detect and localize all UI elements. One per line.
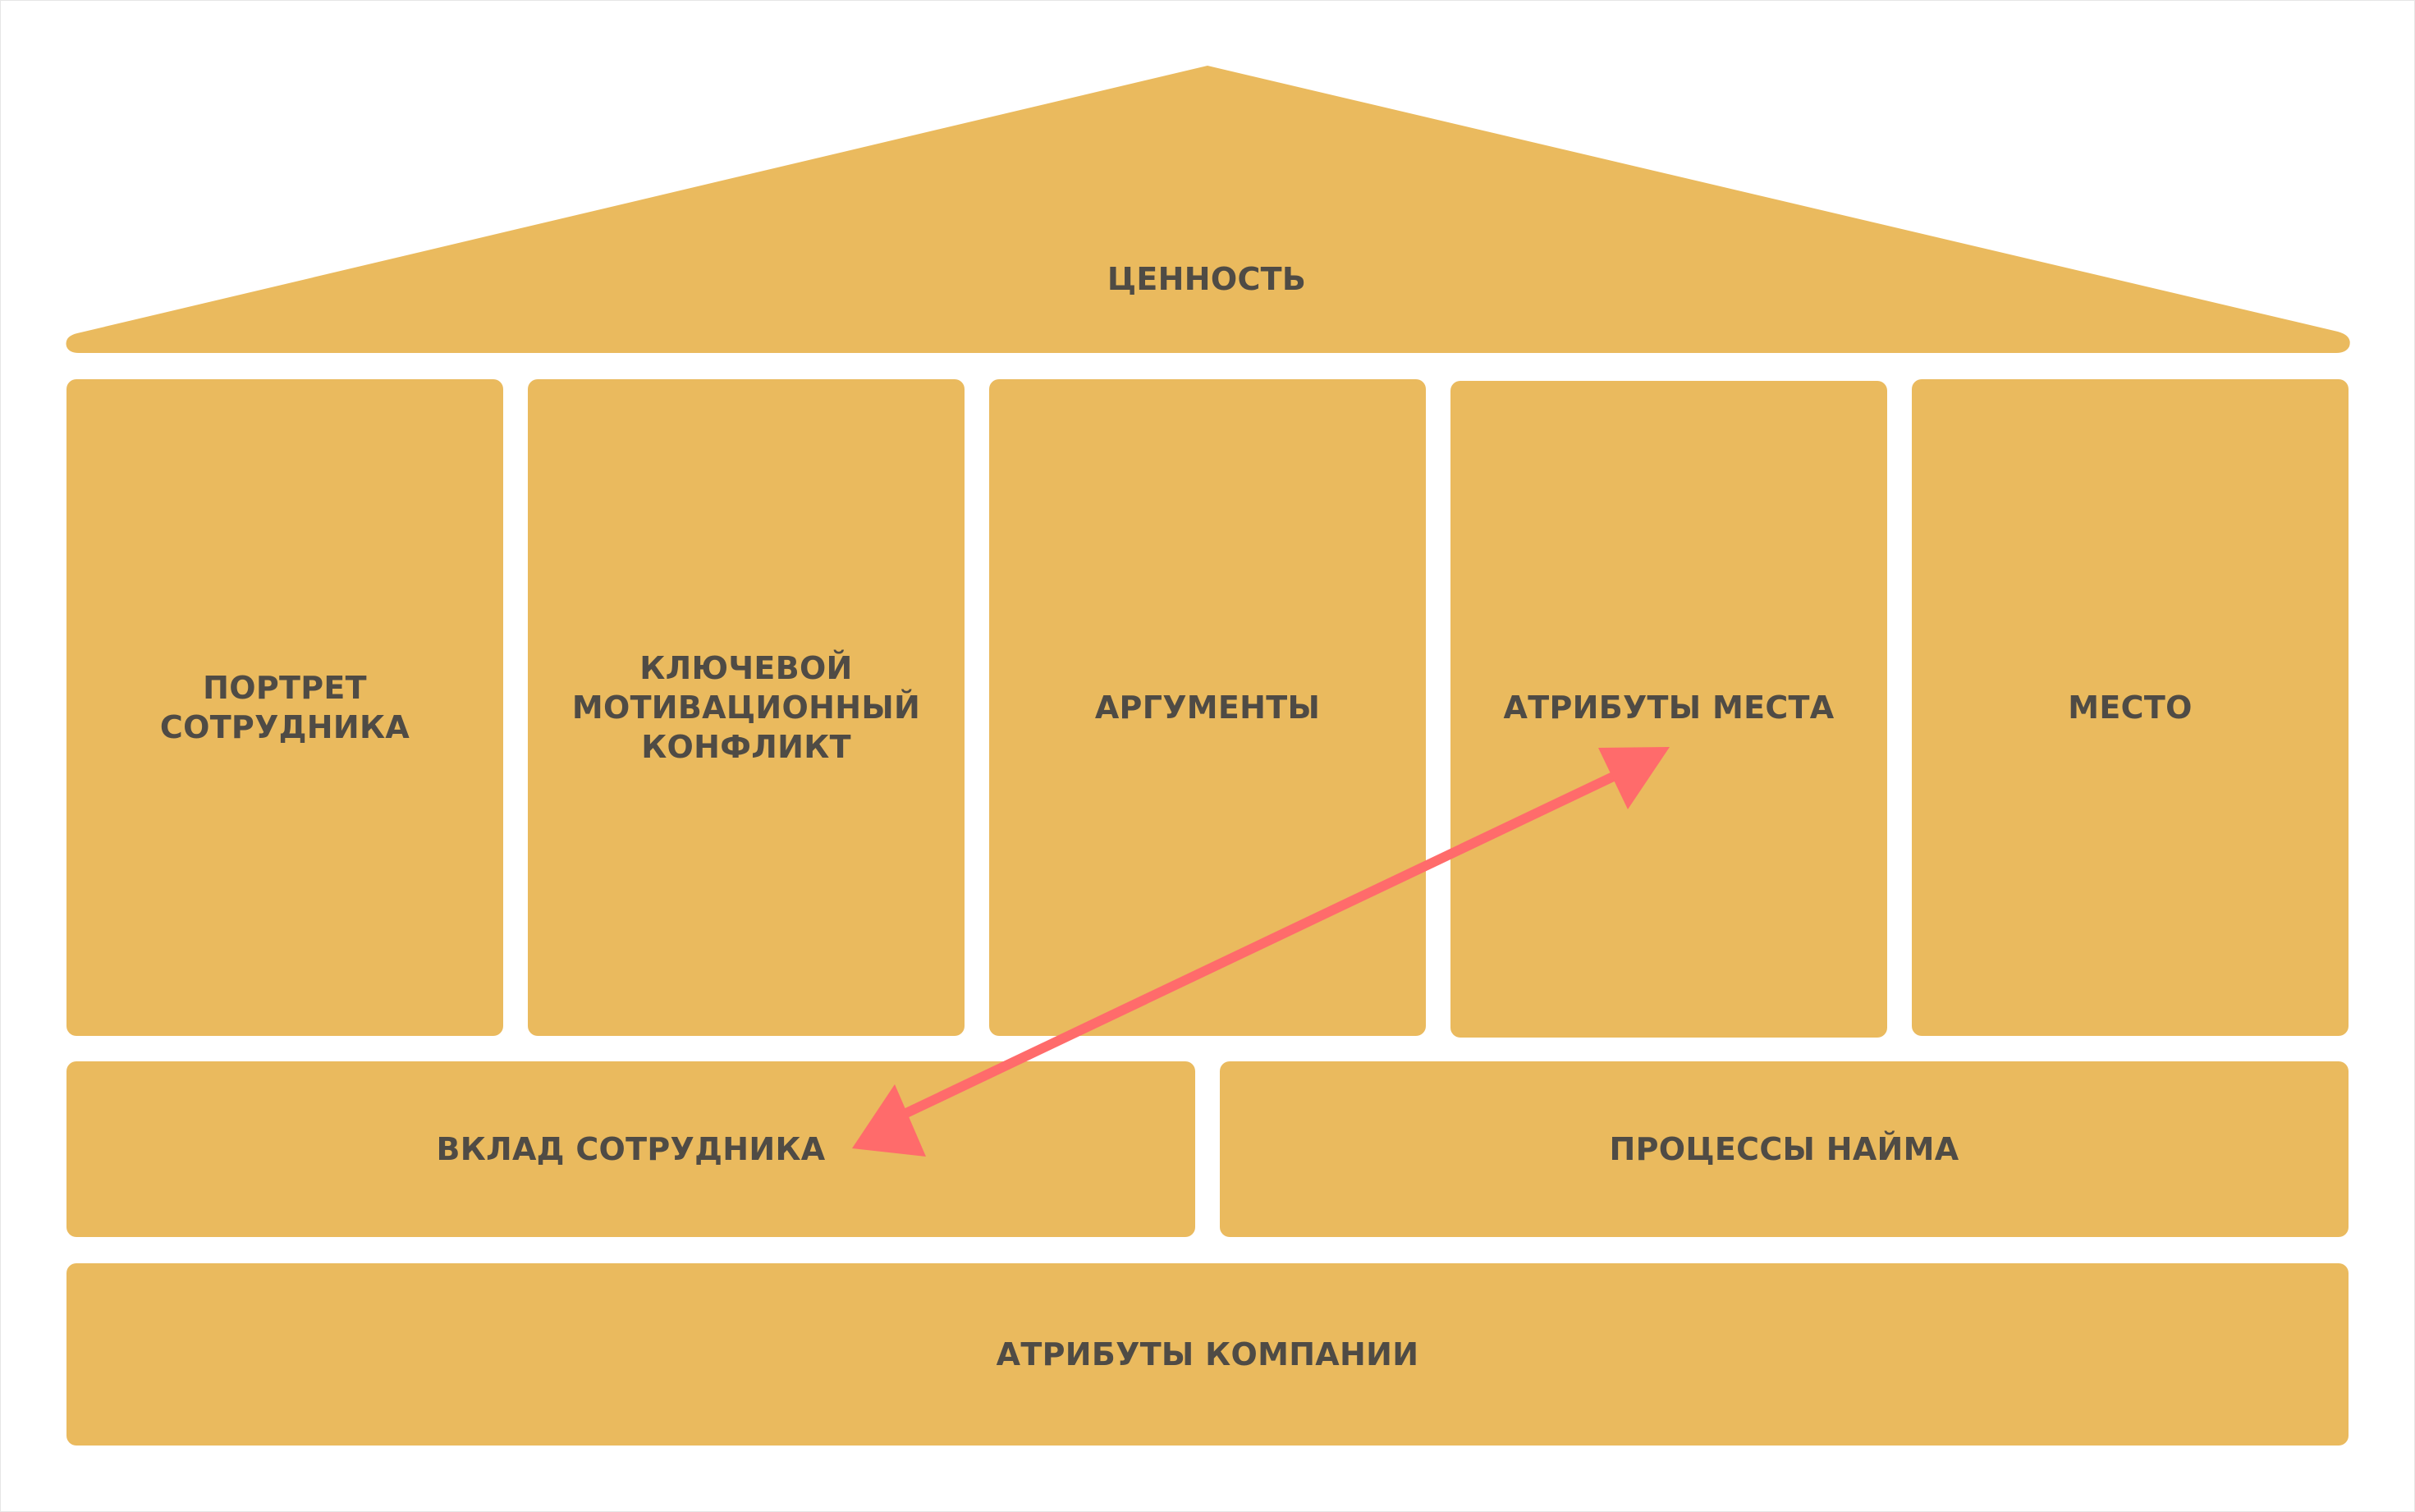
row-company-attributes: АТРИБУТЫ КОМПАНИИ [66,1263,2349,1446]
arrow-head-upper [1598,747,1670,809]
pillar-place-attributes-bg [1450,381,1887,1038]
arrow-shaft [901,767,1629,1118]
row-company-bg [66,1263,2349,1446]
pillar-place-attributes: АТРИБУТЫ МЕСТА [1450,381,1887,1038]
roof-shape [66,66,2350,353]
row-label: ВКЛАД СОТРУДНИКА [436,1131,826,1167]
row-label: АТРИБУТЫ КОМПАНИИ [996,1336,1419,1372]
row-label: ПРОЦЕССЫ НАЙМА [1609,1131,1959,1167]
row-hiring-bg [1220,1061,2349,1237]
roof-label: ЦЕННОСТЬ [1107,261,1307,297]
pillar-label: АТРИБУТЫ МЕСТА [1503,690,1835,726]
pillar-portrait-bg [66,379,503,1036]
pillar-label: АРГУМЕНТЫ [1094,690,1321,726]
pillar-conflict-bg [528,379,965,1036]
pillar-label: КЛЮЧЕВОЙ МОТИВАЦИОННЫЙ КОНФЛИКТ [571,650,921,765]
pillar-place: МЕСТО [1912,379,2349,1036]
connector-arrow [852,747,1670,1157]
pillar-key-motivation-conflict: КЛЮЧЕВОЙ МОТИВАЦИОННЫЙ КОНФЛИКТ [528,379,965,1036]
row-employee-contribution: ВКЛАД СОТРУДНИКА [66,1061,1195,1237]
arrow-head-lower [852,1084,926,1157]
pillar-arguments: АРГУМЕНТЫ [989,379,1426,1036]
pillar-label: МЕСТО [2068,690,2193,726]
pillar-arguments-bg [989,379,1426,1036]
pillar-employee-portrait: ПОРТРЕТ СОТРУДНИКА [66,379,503,1036]
pillar-place-bg [1912,379,2349,1036]
pillar-label: ПОРТРЕТ СОТРУДНИКА [159,670,410,745]
roof-value: ЦЕННОСТЬ [878,246,1535,312]
row-hiring-processes: ПРОЦЕССЫ НАЙМА [1220,1061,2349,1237]
